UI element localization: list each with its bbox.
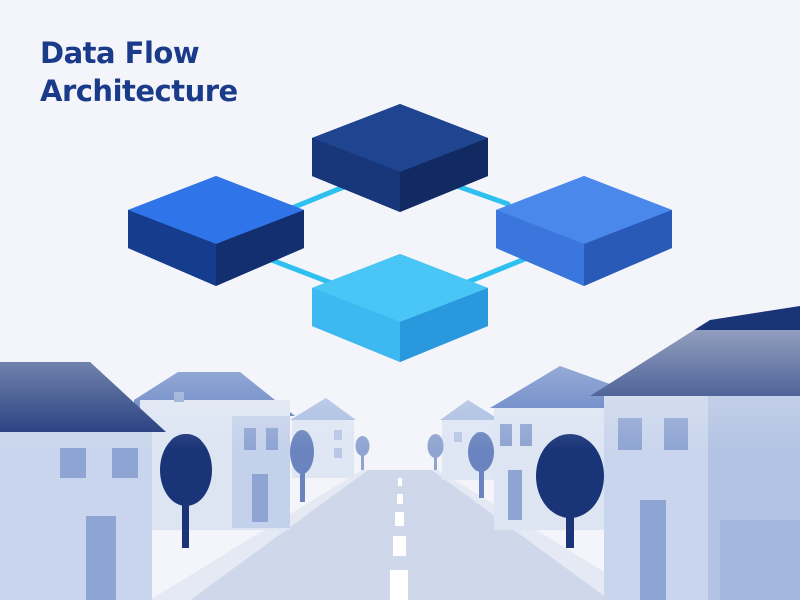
bottom-node [312,254,488,362]
sidewalk-left [150,470,368,600]
road [190,470,610,600]
top-node [312,104,488,212]
title-line-1: Data Flow [40,36,200,70]
right-node [496,176,672,286]
title-line-2: Architecture [40,74,238,108]
tree-right-near [536,434,604,548]
data-flow-diagram [128,104,672,362]
page-title: Data Flow Architecture [40,34,238,110]
road-center-line [390,478,408,600]
left-node [128,176,304,286]
tree-left-near [160,434,212,548]
sidewalk-right [432,470,650,600]
